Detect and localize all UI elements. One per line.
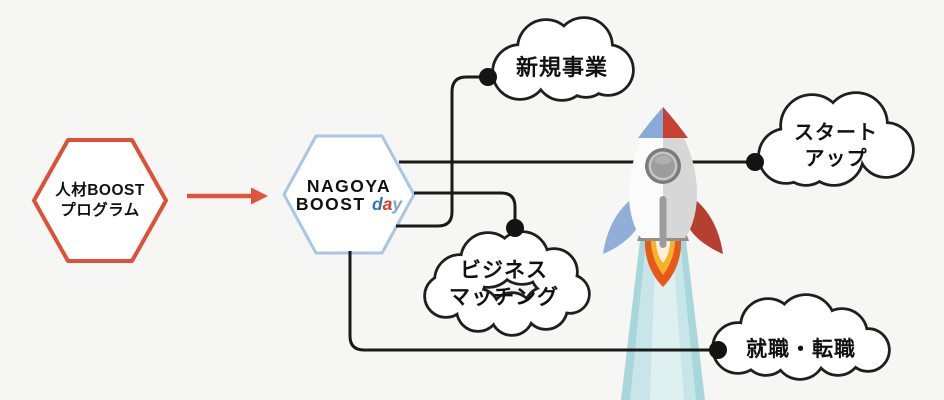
dot-job-change	[709, 341, 727, 359]
day-letter-a: a	[382, 193, 393, 214]
dot-new-business	[479, 68, 497, 86]
jinzai-boost-line1: 人材BOOST	[55, 182, 145, 199]
connector-line-business-matching	[414, 191, 517, 228]
cloud-job-change-label: 就職・転職	[746, 338, 856, 361]
rocket-flame-core	[656, 240, 670, 263]
rocket-nose-left	[638, 107, 663, 138]
jinzai-boost-label: 人材BOOST プログラム	[55, 181, 145, 220]
cloud-business-matching-label: ビジネス マッチング	[449, 259, 559, 309]
rocket-nose-right	[663, 107, 688, 138]
flow-arrow-head-icon	[251, 187, 268, 205]
rocket-body-right	[663, 107, 697, 238]
rocket-porthole-highlight	[655, 155, 671, 165]
cloud-new-business: 新規事業	[486, 16, 638, 104]
hexagon-red-outline	[32, 138, 168, 263]
rocket-fin-left	[603, 196, 637, 254]
cloud-startup-label: スタート アップ	[794, 122, 878, 170]
jinzai-boost-line2: プログラム	[60, 201, 140, 219]
jinzai-boost-hexagon: 人材BOOST プログラム	[31, 136, 169, 265]
boost-day-line: BOOST day	[296, 195, 402, 213]
connector-line-new-business	[396, 75, 488, 228]
connector-line-job-change	[348, 251, 718, 352]
nagoya-line: NAGOYA	[306, 175, 392, 196]
rocket-icon	[603, 107, 723, 400]
cloud-outline	[711, 293, 891, 381]
rocket-fin-right	[689, 196, 723, 254]
cloud-business-matching: ビジネス マッチング	[416, 228, 592, 338]
cloud-new-business-label: 新規事業	[515, 55, 608, 80]
day-letter-d: d	[371, 193, 383, 214]
boost-text: BOOST	[295, 193, 366, 214]
rocket-body-left	[629, 107, 663, 238]
cloud-outline	[757, 91, 915, 187]
nagoya-boost-day-logo: NAGOYA BOOST day	[296, 177, 402, 213]
nagoya-boost-day-hexagon: NAGOYA BOOST day	[281, 133, 417, 256]
dot-business-matching	[506, 219, 524, 237]
rocket-center-pole	[659, 196, 667, 248]
dot-startup	[746, 153, 764, 171]
cloud-outline	[491, 16, 635, 102]
cloud-outline	[423, 230, 591, 337]
cloud-startup: スタート アップ	[750, 90, 922, 187]
cloud-job-change: 就職・転職	[706, 293, 896, 381]
day-letter-y: y	[392, 193, 403, 214]
